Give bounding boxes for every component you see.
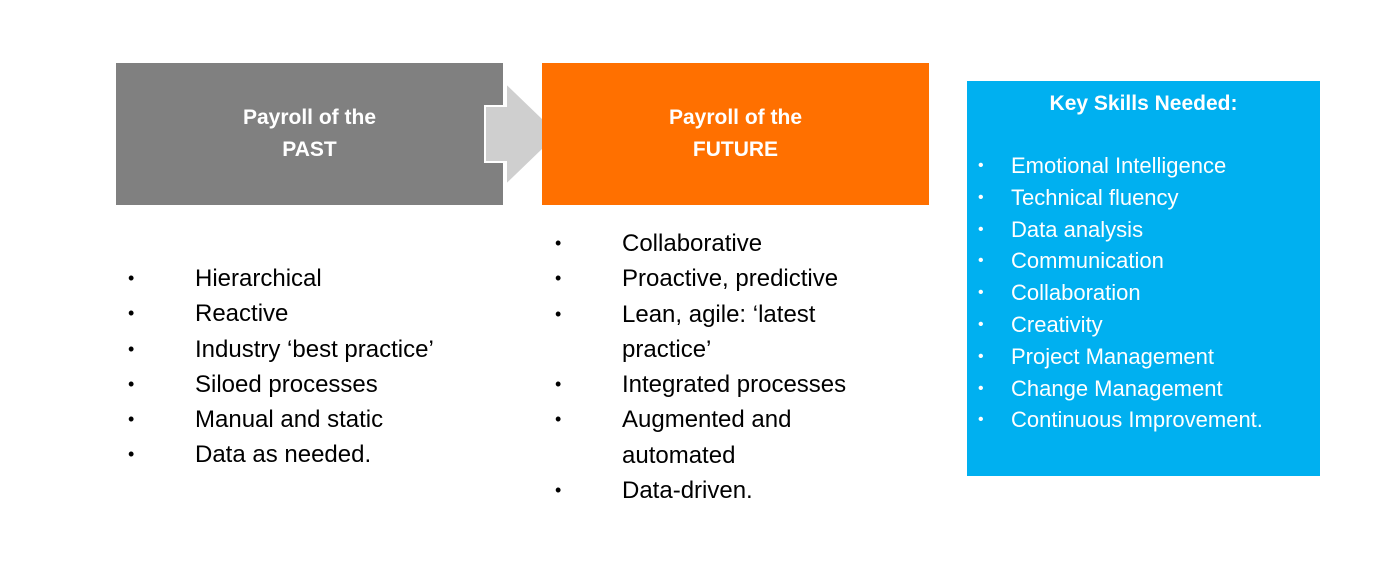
past-box: Payroll of the PAST bbox=[116, 63, 503, 205]
list-item: •Manual and static bbox=[118, 402, 518, 437]
bullet-icon: • bbox=[978, 220, 984, 238]
bullet-icon: • bbox=[555, 409, 562, 430]
bullet-icon: • bbox=[978, 284, 984, 302]
bullet-icon: • bbox=[128, 338, 135, 359]
list-item: •Change Management bbox=[967, 373, 1320, 405]
bullet-icon: • bbox=[978, 347, 984, 365]
future-box: Payroll of the FUTURE bbox=[542, 63, 929, 205]
bullet-icon: • bbox=[128, 444, 135, 465]
bullet-icon: • bbox=[555, 480, 562, 501]
bullet-icon: • bbox=[978, 315, 984, 333]
past-title-line-2: PAST bbox=[282, 138, 337, 161]
list-item: •Reactive bbox=[118, 296, 518, 331]
list-item: •Collaborative bbox=[545, 226, 905, 261]
bullet-icon: • bbox=[978, 411, 984, 429]
bullet-icon: • bbox=[128, 303, 135, 324]
past-list: •Hierarchical •Reactive •Industry ‘best … bbox=[118, 261, 518, 473]
list-item: •Creativity bbox=[967, 309, 1320, 341]
bullet-icon: • bbox=[978, 252, 984, 270]
list-item: •Data-driven. bbox=[545, 473, 905, 508]
list-item: •Hierarchical bbox=[118, 261, 518, 296]
bullet-icon: • bbox=[978, 157, 984, 174]
future-title: Payroll of the FUTURE bbox=[669, 102, 802, 166]
list-item: •Augmented and automated bbox=[545, 402, 905, 473]
past-title: Payroll of the PAST bbox=[243, 102, 376, 166]
bullet-icon: • bbox=[555, 374, 562, 395]
list-item: •Integrated processes bbox=[545, 367, 905, 402]
list-item: •Communication bbox=[967, 245, 1320, 277]
bullet-icon: • bbox=[978, 379, 984, 397]
bullet-icon: • bbox=[128, 268, 135, 288]
list-item: •Emotional Intelligence bbox=[967, 150, 1320, 182]
past-title-line-1: Payroll of the bbox=[242, 106, 377, 129]
future-title-line-2: FUTURE bbox=[692, 138, 779, 161]
list-item: •Technical fluency bbox=[967, 182, 1320, 214]
bullet-icon: • bbox=[555, 268, 562, 289]
bullet-icon: • bbox=[555, 233, 562, 253]
bullet-icon: • bbox=[555, 303, 562, 324]
key-skills-title: Key Skills Needed: bbox=[1049, 92, 1238, 115]
right-arrow-icon bbox=[484, 82, 560, 186]
future-title-line-1: Payroll of the bbox=[668, 106, 803, 129]
key-skills-box: Key Skills Needed: •Emotional Intelligen… bbox=[967, 81, 1320, 476]
list-item: •Proactive, predictive bbox=[545, 261, 905, 296]
list-item: •Siloed processes bbox=[118, 367, 518, 402]
list-item: •Data analysis bbox=[967, 214, 1320, 246]
bullet-icon: • bbox=[128, 373, 135, 394]
future-list: •Collaborative •Proactive, predictive •L… bbox=[545, 226, 905, 508]
list-item: •Lean, agile: ‘latest practice’ bbox=[545, 297, 905, 368]
list-item: •Project Management bbox=[967, 341, 1320, 373]
list-item: •Industry ‘best practice’ bbox=[118, 332, 518, 367]
bullet-icon: • bbox=[978, 188, 984, 206]
list-item: •Continuous Improvement. bbox=[967, 404, 1320, 436]
list-item: •Data as needed. bbox=[118, 437, 518, 472]
list-item: •Collaboration bbox=[967, 277, 1320, 309]
bullet-icon: • bbox=[128, 409, 135, 430]
key-skills-list: •Emotional Intelligence •Technical fluen… bbox=[967, 150, 1320, 436]
